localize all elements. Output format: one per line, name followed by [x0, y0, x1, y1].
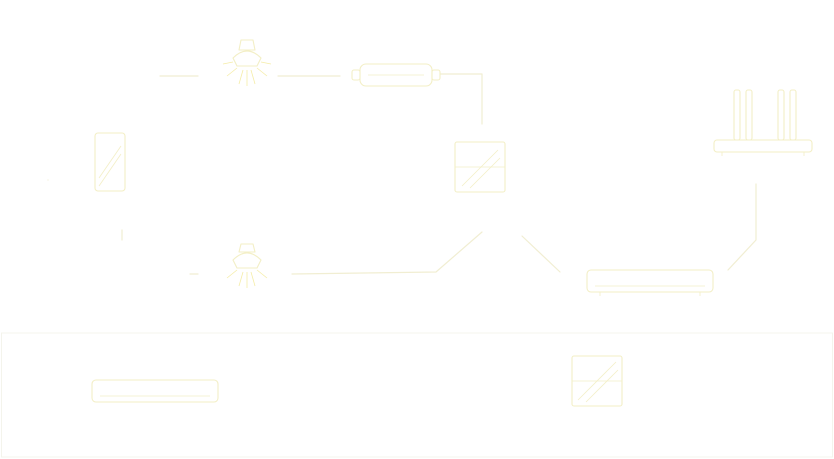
- light-rays: [222, 61, 272, 86]
- wire-controller-to-top-lamp: [47, 75, 199, 181]
- heater-tube-icon: [351, 63, 441, 87]
- wireless-router-icon: [713, 89, 813, 156]
- wire-dimmer-to-switch: [521, 235, 561, 273]
- wire-dimmer-to-bottom-lamp: [291, 231, 483, 275]
- light-bulb-icon: [226, 243, 268, 288]
- light-rays: [226, 269, 268, 288]
- wire-heater-to-dimmer: [437, 73, 483, 125]
- wire-switch-to-router: [727, 183, 757, 271]
- network-switch-icon: [586, 269, 714, 296]
- connection-wires: [47, 73, 757, 275]
- legend-panel: [1, 332, 833, 458]
- wire-controller-to-bottom-lamp: [121, 229, 199, 275]
- network-switch-icon: [91, 379, 219, 403]
- relay-controller-icon: [94, 132, 126, 192]
- dimmer-panel-icon: [454, 141, 506, 193]
- control-panel-icon: [571, 355, 623, 407]
- light-bulb-icon: [222, 39, 272, 86]
